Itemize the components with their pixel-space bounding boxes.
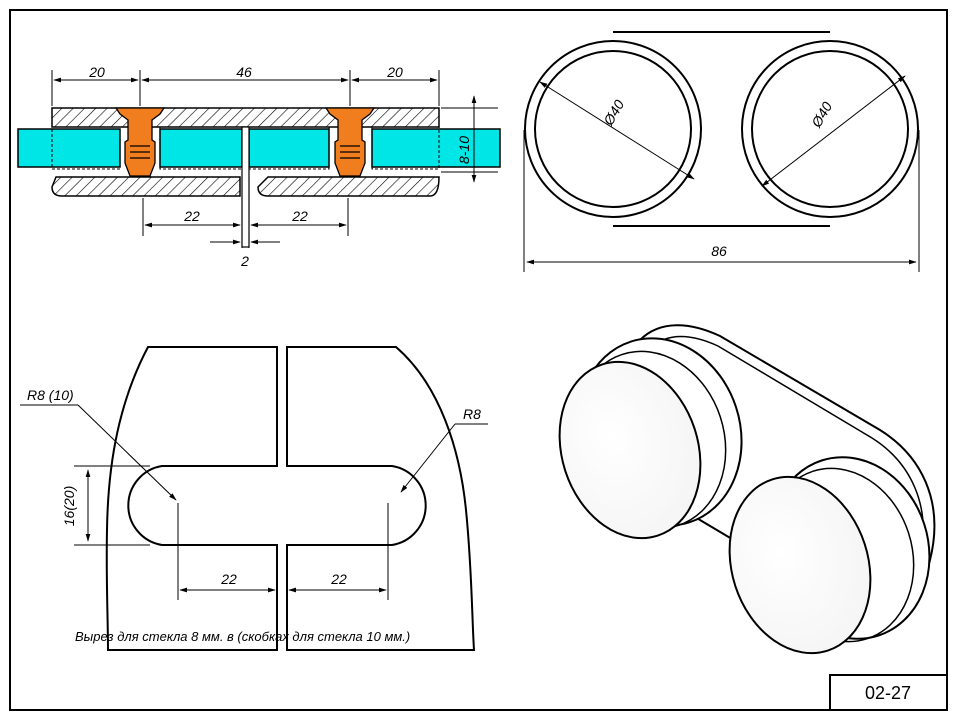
dim-right-depth: 22 <box>330 571 347 587</box>
top-view-dims <box>523 75 920 272</box>
dim-section-thickness: 8-10 <box>456 136 472 164</box>
glass-panel-right-inner <box>248 128 330 168</box>
glass-left-outline <box>105 346 278 651</box>
extension-lines <box>51 70 498 248</box>
bottom-pad-left <box>51 176 241 197</box>
glass-right-outline <box>286 346 476 651</box>
glass-panel-left-outer <box>17 128 121 168</box>
isometric-view <box>558 324 936 655</box>
front-disc-right <box>728 475 872 655</box>
dim-section-left: 20 <box>88 64 105 80</box>
code-box <box>829 674 948 711</box>
dim-radius-right: R8 <box>463 406 481 422</box>
center-spine <box>241 126 250 248</box>
dim-radius-left: R8 (10) <box>27 387 74 403</box>
glass-panel-left-inner <box>159 128 243 168</box>
dim-section-bottom-right: 22 <box>291 208 308 224</box>
cutout-view: R8 (10) R8 16(20) 22 22 Вырез для стекла… <box>20 346 488 651</box>
bottom-pad-right <box>257 176 440 197</box>
drawing-code: 02-27 <box>865 683 911 703</box>
dim-overall-width: 86 <box>711 243 727 259</box>
dim-section-gap: 2 <box>240 253 249 269</box>
glass-panel-right-outer <box>371 128 501 168</box>
section-view: 20 46 20 22 22 2 8-10 <box>17 64 501 269</box>
dim-section-bottom-left: 22 <box>183 208 200 224</box>
cutout-note: Вырез для стекла 8 мм. в (скобках для ст… <box>75 629 410 644</box>
dim-section-right: 20 <box>386 64 403 80</box>
cutout-dims <box>20 404 488 600</box>
dim-slot-height: 16(20) <box>61 486 77 526</box>
bolt-right <box>324 107 376 177</box>
dim-section-center: 46 <box>236 64 252 80</box>
dim-left-depth: 22 <box>220 571 237 587</box>
top-plate <box>51 107 440 128</box>
bolt-left <box>114 107 166 177</box>
front-disc-left <box>558 360 702 540</box>
dimension-lines <box>53 77 477 245</box>
